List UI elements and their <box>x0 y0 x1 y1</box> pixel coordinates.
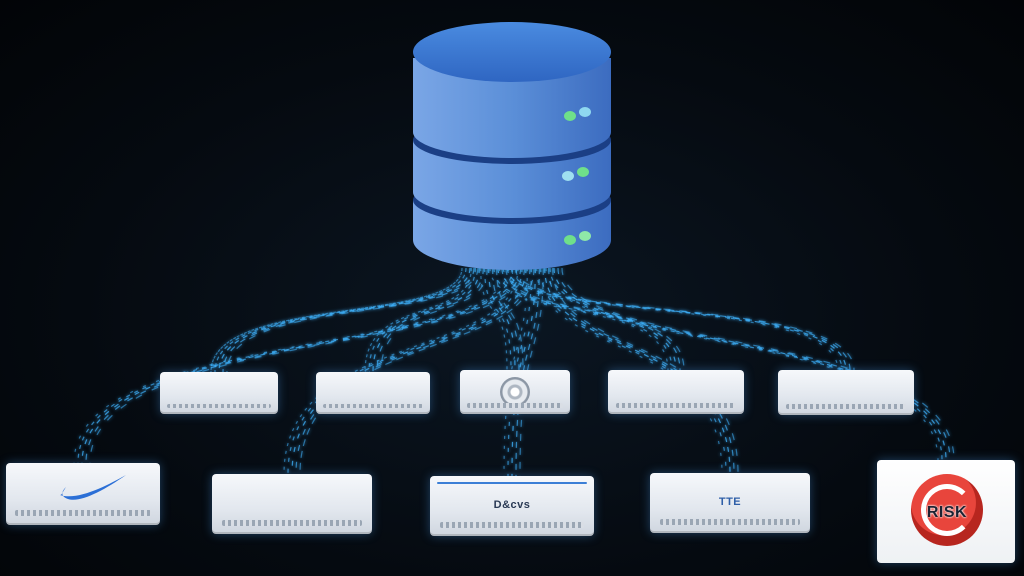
ac-vent <box>616 403 736 408</box>
data-stream-line <box>372 267 480 373</box>
data-stream-line <box>536 267 723 474</box>
data-stream-line <box>364 267 472 373</box>
ac-unit <box>778 370 914 415</box>
data-stream-line <box>507 267 532 477</box>
database-cylinder-icon <box>413 22 611 270</box>
data-stream-line <box>85 267 522 464</box>
ac-accent-stripe <box>436 482 588 485</box>
risk-logo-text: RISK <box>926 504 968 521</box>
data-stream-line <box>81 267 518 464</box>
ac-unit <box>160 372 278 414</box>
data-stream-line <box>368 267 476 373</box>
data-stream-line <box>506 267 847 371</box>
data-stream-line <box>295 267 531 475</box>
data-stream-line <box>540 267 727 474</box>
data-stream-line <box>511 267 536 477</box>
data-stream-line <box>291 267 527 475</box>
data-stream-line <box>488 267 516 371</box>
status-light <box>577 167 589 177</box>
ac-unit: D&cvs <box>430 476 594 536</box>
risk-logo-icon <box>911 474 983 546</box>
data-stream-line <box>549 267 943 461</box>
status-light <box>564 111 576 121</box>
ac-unit: TTE <box>650 473 810 533</box>
status-light <box>579 107 591 117</box>
data-stream-line <box>496 267 524 371</box>
data-stream-line <box>510 267 851 371</box>
ac-vent <box>786 404 906 409</box>
data-stream-line <box>214 267 467 373</box>
ac-unit <box>212 474 372 534</box>
status-light <box>564 235 576 245</box>
data-stream-line <box>548 267 735 474</box>
ac-vent <box>15 510 151 517</box>
data-stream-line <box>505 267 685 371</box>
data-stream-line <box>493 267 673 371</box>
swoosh-logo-icon <box>60 475 126 500</box>
ac-vent <box>659 518 801 525</box>
data-stream-line <box>553 267 947 461</box>
ac-unit: ​ <box>6 463 160 525</box>
status-light <box>579 231 591 241</box>
ac-unit <box>608 370 744 414</box>
data-stream-line <box>544 267 731 474</box>
ac-vent <box>322 403 424 409</box>
ac-brand-label: D&cvs <box>493 498 531 511</box>
ac-brand-label: TTE <box>718 495 742 508</box>
data-stream-line <box>380 267 488 373</box>
data-stream-line <box>552 267 739 474</box>
data-stream-line <box>514 267 855 371</box>
data-stream-line <box>89 267 526 464</box>
data-stream-line <box>73 267 510 464</box>
data-stream-line <box>557 267 951 461</box>
ac-vent <box>221 519 363 526</box>
data-stream-line <box>376 267 484 373</box>
data-stream-line <box>501 267 681 371</box>
ac-unit <box>460 370 570 414</box>
ac-vent <box>167 403 271 409</box>
ac-vent <box>466 403 564 408</box>
risk-logo-card: RISK <box>877 460 1015 563</box>
fan-icon <box>500 377 530 407</box>
data-stream-line <box>218 267 471 373</box>
risk-logo-ring <box>921 484 973 536</box>
data-stream-line <box>489 267 669 371</box>
data-stream-line <box>484 267 512 371</box>
data-stream-line <box>480 267 508 371</box>
ac-vent <box>439 521 585 528</box>
data-stream-line <box>283 267 519 475</box>
data-stream-line <box>519 267 544 477</box>
data-stream-line <box>226 267 479 373</box>
status-light <box>562 171 574 181</box>
data-streams <box>73 267 955 477</box>
data-stream-line <box>77 267 514 464</box>
data-stream-line <box>502 267 843 371</box>
ac-unit <box>316 372 430 414</box>
data-stream-line <box>503 267 528 477</box>
data-stream-line <box>497 267 677 371</box>
data-stream-line <box>287 267 523 475</box>
data-stream-line <box>561 267 955 461</box>
data-stream-line <box>545 267 939 461</box>
